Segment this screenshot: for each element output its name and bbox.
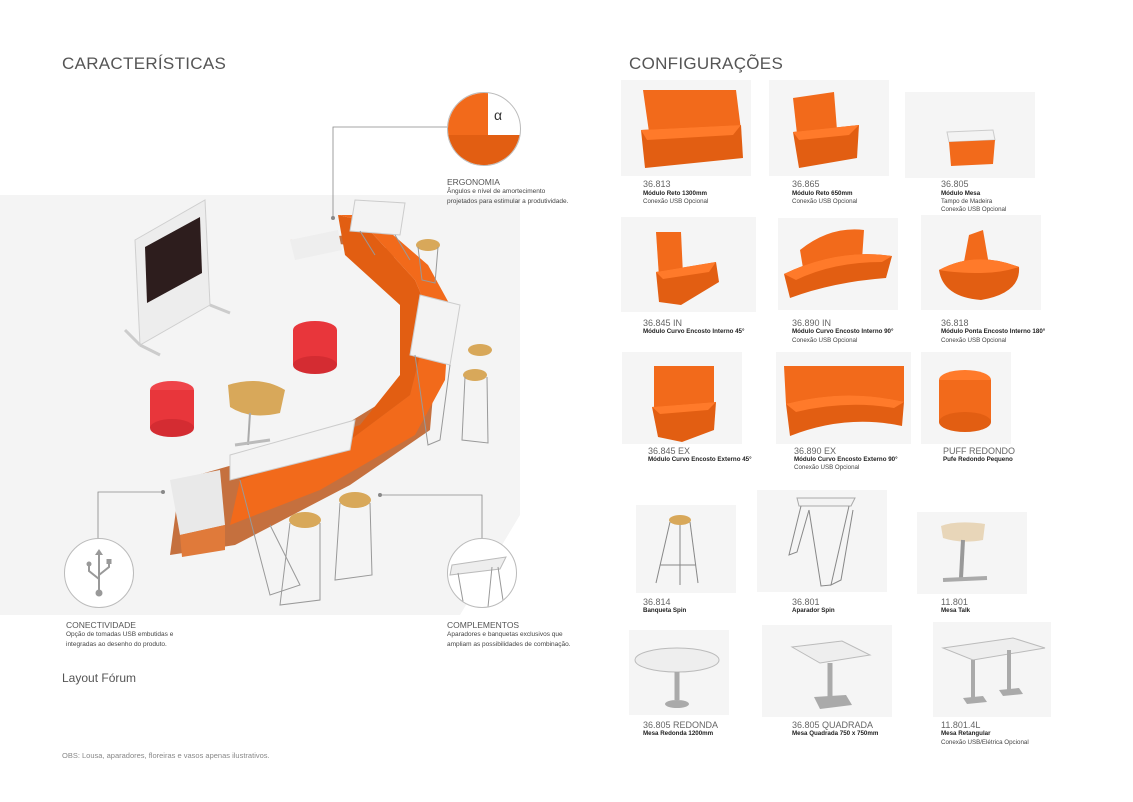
curved-90-ex-icon (784, 366, 904, 436)
product-code: 36.805 REDONDA (643, 720, 719, 730)
conectividade-title: CONECTIVIDADE (66, 620, 136, 630)
product-name: Módulo Curvo Encosto Interno 45° (643, 328, 745, 335)
product-code: 11.801.4L (941, 720, 981, 730)
product-note: Conexão USB Opcional (941, 337, 1007, 344)
product-name: Módulo Reto 650mm (792, 190, 853, 197)
product-name: Módulo Ponta Encosto Interno 180° (941, 328, 1046, 335)
end-180-icon (939, 230, 1020, 300)
whiteboard-icon (123, 199, 231, 357)
product-code: 36.805 (941, 179, 969, 189)
product-note: Conexão USB Opcional (643, 198, 709, 205)
product-name: Aparador Spin (792, 607, 835, 614)
right-section-title: CONFIGURAÇÕES (629, 54, 784, 73)
product-code: PUFF REDONDO (943, 446, 1015, 456)
usb-icon (86, 549, 112, 597)
product-name: Mesa Redonda 1200mm (643, 730, 714, 737)
product-name: Módulo Reto 1300mm (643, 190, 707, 197)
product-name: Módulo Curvo Encosto Externo 90° (794, 456, 898, 463)
ergonomia-leader-line (331, 126, 447, 220)
product-name: Mesa Talk (941, 607, 971, 614)
ergonomia-text: Ângulos e nível de amortecimento projeta… (447, 188, 569, 205)
rect-table-icon (941, 637, 1046, 704)
complementos-leader-line (378, 493, 483, 544)
product-code: 36.813 (643, 179, 671, 189)
product-code: 36.805 QUADRADA (792, 720, 874, 730)
curved-90-in-icon (784, 229, 892, 298)
product-note: Tampo de Madeira Conexão USB Opcional (941, 198, 1007, 214)
complementos-detail-circle (447, 538, 517, 608)
product-note: Conexão USB Opcional (792, 198, 858, 205)
straight-sofa-short-icon (793, 92, 859, 168)
product-name: Módulo Mesa (941, 190, 981, 197)
usb-circle (64, 538, 134, 608)
ergonomia-detail-circle: α (447, 92, 521, 166)
product-code: 36.818 (941, 318, 969, 328)
product-note: Conexão USB Opcional (792, 337, 858, 344)
product-code: 36.845 EX (648, 446, 691, 456)
curved-45-ex-icon (652, 366, 716, 442)
obs-note: OBS: Lousa, aparadores, floreiras e vaso… (62, 751, 270, 760)
round-table-icon (634, 647, 720, 708)
product-name: Módulo Curvo Encosto Externo 45° (648, 456, 752, 463)
product-name: Mesa Retangular (941, 730, 991, 737)
stool-icon (655, 515, 699, 585)
product-name: Mesa Quadrada 750 x 750mm (792, 730, 879, 737)
square-table-icon (790, 640, 872, 709)
round-puff-icon (939, 370, 991, 432)
product-code: 36.890 EX (794, 446, 837, 456)
product-name: Banqueta Spin (643, 607, 687, 614)
product-name: Módulo Curvo Encosto Interno 90° (792, 328, 894, 335)
layout-label: Layout Fórum (62, 671, 137, 685)
table-module-icon (946, 129, 996, 166)
product-code: 36.801 (792, 597, 820, 607)
complementos-text: Aparadores e banquetas exclusivos que am… (447, 631, 571, 648)
ergonomia-title: ERGONOMIA (447, 177, 500, 187)
product-note: Conexão USB/Elétrica Opcional (941, 739, 1029, 746)
side-table-icon (941, 522, 988, 582)
complementos-title: COMPLEMENTOS (447, 620, 520, 630)
product-name: Pufe Redondo Pequeno (943, 456, 1013, 463)
sideboard-icon (788, 497, 856, 587)
forum-layout-illustration (123, 199, 492, 606)
product-code: 11.801 (941, 597, 968, 607)
left-section-title: CARACTERÍSTICAS (62, 54, 227, 73)
curved-45-in-icon (656, 232, 719, 305)
product-code: 36.865 (792, 179, 820, 189)
product-code: 36.814 (643, 597, 671, 607)
product-note: Conexão USB Opcional (794, 464, 860, 471)
product-code: 36.845 IN (643, 318, 683, 328)
conectividade-leader-line (97, 490, 165, 540)
alpha-symbol: α (494, 107, 503, 123)
conectividade-text: Opção de tomadas USB embutidas e integra… (66, 631, 174, 648)
straight-sofa-long-icon (641, 90, 743, 168)
product-code: 36.890 IN (792, 318, 832, 328)
